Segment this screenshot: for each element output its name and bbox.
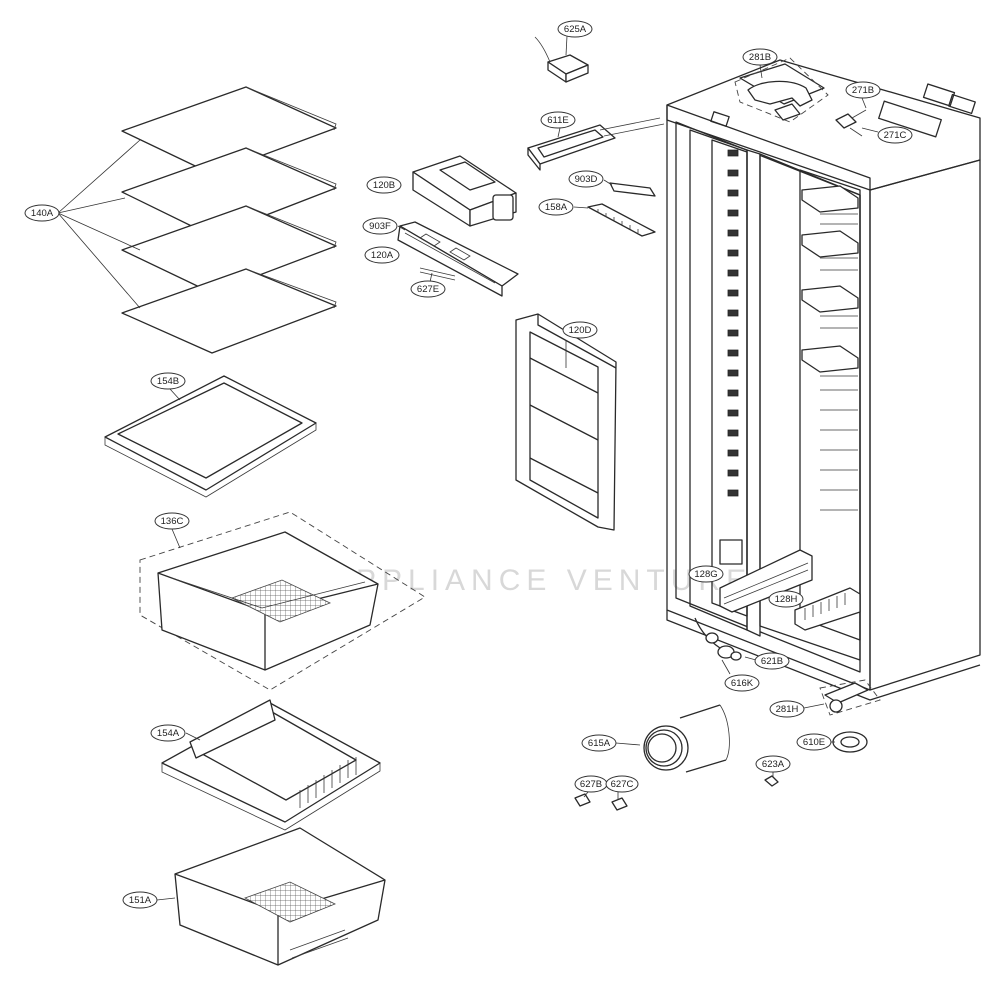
svg-text:120D: 120D bbox=[569, 325, 592, 336]
callout-627E: 627E bbox=[410, 280, 446, 298]
callout-627B: 627B bbox=[574, 775, 608, 793]
callout-281H: 281H bbox=[769, 700, 805, 718]
glass-shelf-3 bbox=[121, 205, 337, 294]
svg-text:128G: 128G bbox=[694, 569, 717, 580]
part-611E bbox=[527, 117, 665, 171]
svg-text:615A: 615A bbox=[588, 738, 611, 749]
callout-128H: 128H bbox=[768, 590, 804, 608]
cover-vents bbox=[299, 757, 357, 808]
svg-text:903F: 903F bbox=[369, 221, 391, 232]
crisper-cover bbox=[161, 699, 381, 831]
svg-text:903D: 903D bbox=[575, 174, 598, 185]
callout-281B: 281B bbox=[742, 48, 778, 66]
part-627B bbox=[574, 791, 591, 807]
glass-shelf-2 bbox=[121, 147, 337, 237]
callout-627C: 627C bbox=[605, 775, 639, 793]
glass-shelf-4 bbox=[121, 268, 337, 354]
glass-shelf-stack bbox=[57, 86, 337, 354]
svg-text:623A: 623A bbox=[762, 759, 785, 770]
callout-616K: 616K bbox=[724, 674, 760, 692]
part-610E bbox=[832, 731, 868, 753]
part-271B bbox=[835, 97, 867, 137]
svg-text:151A: 151A bbox=[129, 895, 152, 906]
callout-128G: 128G bbox=[688, 565, 724, 583]
callout-158A: 158A bbox=[538, 198, 574, 216]
callout-625A: 625A bbox=[557, 20, 593, 38]
svg-text:136C: 136C bbox=[161, 516, 184, 527]
callout-120B: 120B bbox=[366, 176, 402, 194]
callout-140A: 140A bbox=[24, 204, 60, 222]
svg-text:281B: 281B bbox=[749, 52, 771, 63]
callout-120D: 120D bbox=[562, 321, 598, 339]
part-158A bbox=[573, 203, 656, 237]
svg-text:621B: 621B bbox=[761, 656, 783, 667]
svg-text:611E: 611E bbox=[547, 115, 568, 126]
callout-154A: 154A bbox=[150, 724, 186, 742]
svg-text:120A: 120A bbox=[371, 250, 394, 261]
svg-text:610E: 610E bbox=[803, 737, 825, 748]
cabinet-switch-box bbox=[719, 539, 743, 565]
svg-text:120B: 120B bbox=[373, 180, 395, 191]
crisper-drawer-upper bbox=[139, 511, 426, 691]
part-120A bbox=[397, 221, 519, 297]
callout-136C: 136C bbox=[154, 512, 190, 530]
callout-120A: 120A bbox=[364, 246, 400, 264]
part-903D bbox=[603, 179, 656, 197]
svg-text:281H: 281H bbox=[776, 704, 799, 715]
svg-text:128H: 128H bbox=[775, 594, 798, 605]
callout-610E: 610E bbox=[796, 733, 835, 751]
callout-271B: 271B bbox=[845, 81, 881, 99]
part-281B bbox=[734, 57, 829, 123]
callout-623A: 623A bbox=[755, 755, 791, 773]
svg-text:627E: 627E bbox=[417, 284, 439, 295]
svg-text:271C: 271C bbox=[884, 130, 907, 141]
svg-text:154A: 154A bbox=[157, 728, 180, 739]
svg-text:616K: 616K bbox=[731, 678, 754, 689]
refrigerator-cabinet bbox=[666, 59, 981, 701]
part-120B bbox=[412, 155, 517, 227]
callout-615A: 615A bbox=[581, 734, 617, 752]
part-120D bbox=[515, 313, 617, 531]
part-271C bbox=[861, 127, 879, 133]
part-627C bbox=[611, 792, 628, 811]
part-616K bbox=[705, 632, 731, 675]
callout-903D: 903D bbox=[568, 170, 604, 188]
part-128H bbox=[794, 587, 861, 631]
part-625A bbox=[534, 35, 589, 83]
svg-text:627C: 627C bbox=[611, 779, 634, 790]
svg-text:154B: 154B bbox=[157, 376, 179, 387]
part-623A bbox=[764, 771, 779, 787]
part-128G bbox=[719, 549, 813, 613]
part-621B bbox=[694, 617, 757, 661]
part-627E bbox=[419, 267, 456, 283]
callout-611E: 611E bbox=[540, 111, 576, 129]
svg-text:627B: 627B bbox=[580, 779, 602, 790]
callout-621B: 621B bbox=[754, 652, 790, 670]
callout-903F: 903F bbox=[362, 217, 398, 235]
part-281H bbox=[803, 679, 881, 716]
callout-151A: 151A bbox=[122, 891, 176, 909]
callout-154B: 154B bbox=[150, 372, 186, 390]
cabinet-shelf-rails bbox=[801, 185, 859, 511]
svg-text:140A: 140A bbox=[31, 208, 54, 219]
shelf-frame bbox=[104, 375, 317, 498]
svg-text:158A: 158A bbox=[545, 202, 568, 213]
crisper-drawer-lower bbox=[174, 827, 386, 966]
callout-271C: 271C bbox=[877, 126, 913, 144]
svg-text:625A: 625A bbox=[564, 24, 587, 35]
svg-text:271B: 271B bbox=[852, 85, 874, 96]
part-903F bbox=[397, 225, 406, 231]
glass-shelf-1 bbox=[121, 86, 337, 175]
part-615A bbox=[615, 704, 730, 773]
